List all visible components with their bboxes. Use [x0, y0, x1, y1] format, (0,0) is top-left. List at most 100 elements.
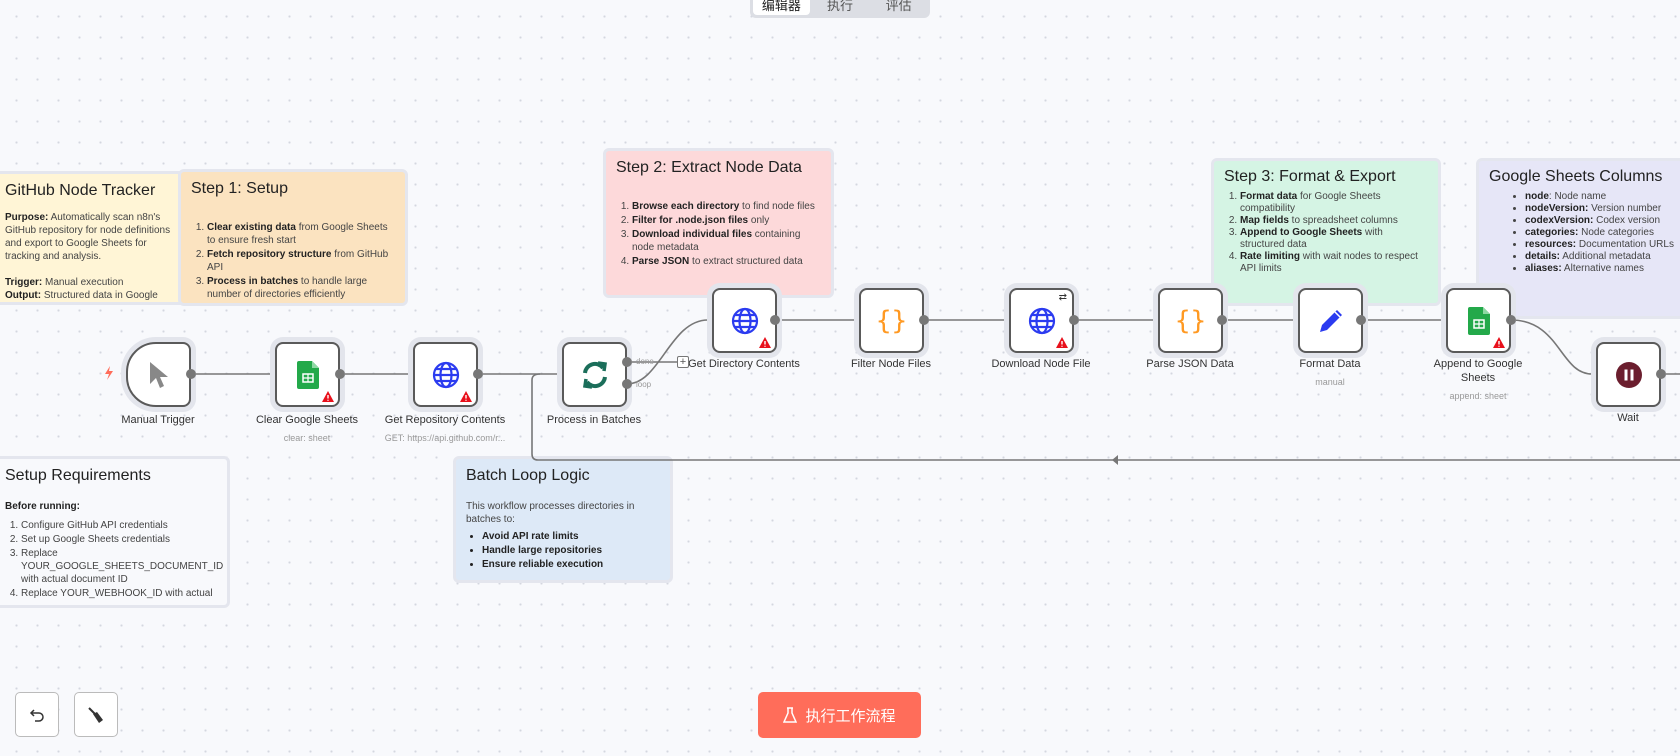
- code-braces-icon: {}: [875, 305, 908, 336]
- warning-icon: [1056, 337, 1068, 348]
- note-list: Avoid API rate limits Handle large repos…: [466, 530, 660, 571]
- arrow-head: [1112, 455, 1118, 465]
- output-port[interactable]: [919, 315, 929, 325]
- note-github-node-tracker[interactable]: GitHub Node Tracker Purpose: Automatical…: [0, 171, 192, 305]
- list-item: resources: Documentation URLs: [1525, 239, 1680, 251]
- clear-execution-button[interactable]: [74, 692, 118, 737]
- output-port[interactable]: [473, 369, 483, 379]
- node-subtitle: GET: https://api.github.com/r...: [384, 433, 506, 443]
- list-item: Replace YOUR_WEBHOOK_ID with actual: [21, 587, 217, 600]
- code-braces-icon: {}: [1174, 305, 1207, 336]
- list-item: codexVersion: Codex version: [1525, 215, 1680, 227]
- list-item: Handle large repositories: [482, 544, 660, 557]
- globe-icon: [731, 307, 758, 334]
- execute-label: 执行工作流程: [805, 707, 896, 725]
- note-title: GitHub Node Tracker: [5, 182, 156, 199]
- list-item: Process in batches to handle large numbe…: [207, 275, 395, 301]
- list-item: details: Additional metadata: [1525, 251, 1680, 263]
- undo-icon: [29, 708, 44, 722]
- note-output: Output: Structured data in Google Sheets: [5, 290, 158, 301]
- cursor-icon: [149, 361, 168, 388]
- node-manual-trigger[interactable]: [126, 342, 191, 407]
- list-item: Clear existing data from Google Sheets t…: [207, 221, 395, 247]
- broom-icon: [88, 706, 103, 723]
- tab-evaluations[interactable]: 评估: [885, 0, 912, 13]
- list-item: Configure GitHub API credentials: [21, 519, 217, 532]
- view-tabs: 编辑器 执行 评估: [750, 0, 930, 18]
- trigger-bolt-icon: [105, 366, 113, 380]
- note-list: Clear existing data from Google Sheets t…: [191, 221, 395, 301]
- output-port[interactable]: [186, 369, 196, 379]
- list-item: Map fields to spreadsheet columns: [1240, 215, 1428, 227]
- output-port[interactable]: [770, 315, 780, 325]
- list-item: Append to Google Sheets with structured …: [1240, 227, 1428, 251]
- node-clear-google-sheets[interactable]: [275, 342, 340, 407]
- note-title: Step 1: Setup: [191, 180, 288, 197]
- note-list: Configure GitHub API credentials Set up …: [5, 519, 223, 600]
- node-download-node-file[interactable]: ⇄: [1009, 288, 1074, 353]
- list-item: node: Node name: [1525, 191, 1680, 203]
- note-intro: This workflow processes directories in b…: [466, 501, 635, 525]
- note-title: Google Sheets Columns: [1489, 168, 1663, 185]
- list-item: nodeVersion: Version number: [1525, 203, 1680, 215]
- pencil-icon: [1319, 309, 1342, 332]
- list-item: Avoid API rate limits: [482, 530, 660, 543]
- sync-icon: [582, 360, 607, 389]
- output-port-loop[interactable]: [622, 379, 632, 389]
- node-append-to-google-sheets[interactable]: [1446, 288, 1511, 353]
- node-subtitle: clear: sheet: [283, 433, 331, 443]
- tab-editor[interactable]: 编辑器: [753, 0, 810, 15]
- node-filter-node-files[interactable]: {}: [859, 288, 924, 353]
- output-port[interactable]: [1356, 315, 1366, 325]
- note-list: Format data for Google Sheets compatibil…: [1224, 191, 1428, 275]
- node-parse-json-data[interactable]: {}: [1158, 288, 1223, 353]
- warning-icon: [322, 391, 334, 402]
- warning-icon: [759, 337, 771, 348]
- node-label: Process in Batches: [546, 414, 642, 426]
- output-port[interactable]: [1217, 315, 1227, 325]
- note-list: Browse each directory to find node files…: [616, 200, 821, 268]
- list-item: Format data for Google Sheets compatibil…: [1240, 191, 1428, 215]
- retry-icon: ⇄: [1058, 292, 1067, 303]
- note-list: node: Node name nodeVersion: Version num…: [1489, 191, 1680, 275]
- pause-icon: [1615, 361, 1642, 388]
- node-format-data[interactable]: [1298, 288, 1363, 353]
- list-item: Browse each directory to find node files: [632, 200, 821, 213]
- note-title: Setup Requirements: [5, 467, 151, 484]
- tab-executions[interactable]: 执行: [827, 0, 854, 13]
- list-item: Fetch repository structure from GitHub A…: [207, 248, 395, 274]
- edge-loop-getdir: [626, 319, 709, 385]
- node-process-in-batches[interactable]: [562, 342, 627, 407]
- note-purpose: Purpose: Automatically scan n8n's GitHub…: [5, 212, 171, 262]
- output-port-done[interactable]: [622, 357, 632, 367]
- add-node-button[interactable]: +: [677, 356, 689, 368]
- output-port[interactable]: [1656, 369, 1666, 379]
- output-port[interactable]: [1506, 315, 1516, 325]
- node-label: Parse JSON Data: [1146, 358, 1234, 370]
- output-port[interactable]: [1069, 315, 1079, 325]
- node-label: Manual Trigger: [121, 414, 195, 426]
- list-item: Filter for .node.json files only: [632, 214, 821, 227]
- edge-append-wait: [1510, 319, 1593, 375]
- note-step2-extract[interactable]: Step 2: Extract Node Data Browse each di…: [603, 148, 834, 298]
- branch-label-done: done: [636, 357, 654, 366]
- node-label: Filter Node Files: [850, 358, 932, 370]
- undo-button[interactable]: [15, 692, 59, 737]
- flask-icon: [783, 707, 798, 723]
- note-before-running: Before running:: [5, 501, 80, 512]
- note-setup-requirements[interactable]: Setup Requirements Before running: Confi…: [0, 456, 230, 608]
- globe-icon: [432, 361, 459, 388]
- output-port[interactable]: [335, 369, 345, 379]
- execute-workflow-button[interactable]: 执行工作流程: [758, 692, 921, 738]
- node-get-directory-contents[interactable]: [712, 288, 777, 353]
- note-title: Batch Loop Logic: [466, 467, 590, 484]
- note-step1-setup[interactable]: Step 1: Setup Clear existing data from G…: [178, 169, 408, 306]
- note-batch-loop-logic[interactable]: Batch Loop Logic This workflow processes…: [453, 456, 673, 583]
- node-get-repository-contents[interactable]: [413, 342, 478, 407]
- note-title: Step 2: Extract Node Data: [616, 159, 802, 176]
- node-wait[interactable]: [1596, 342, 1661, 407]
